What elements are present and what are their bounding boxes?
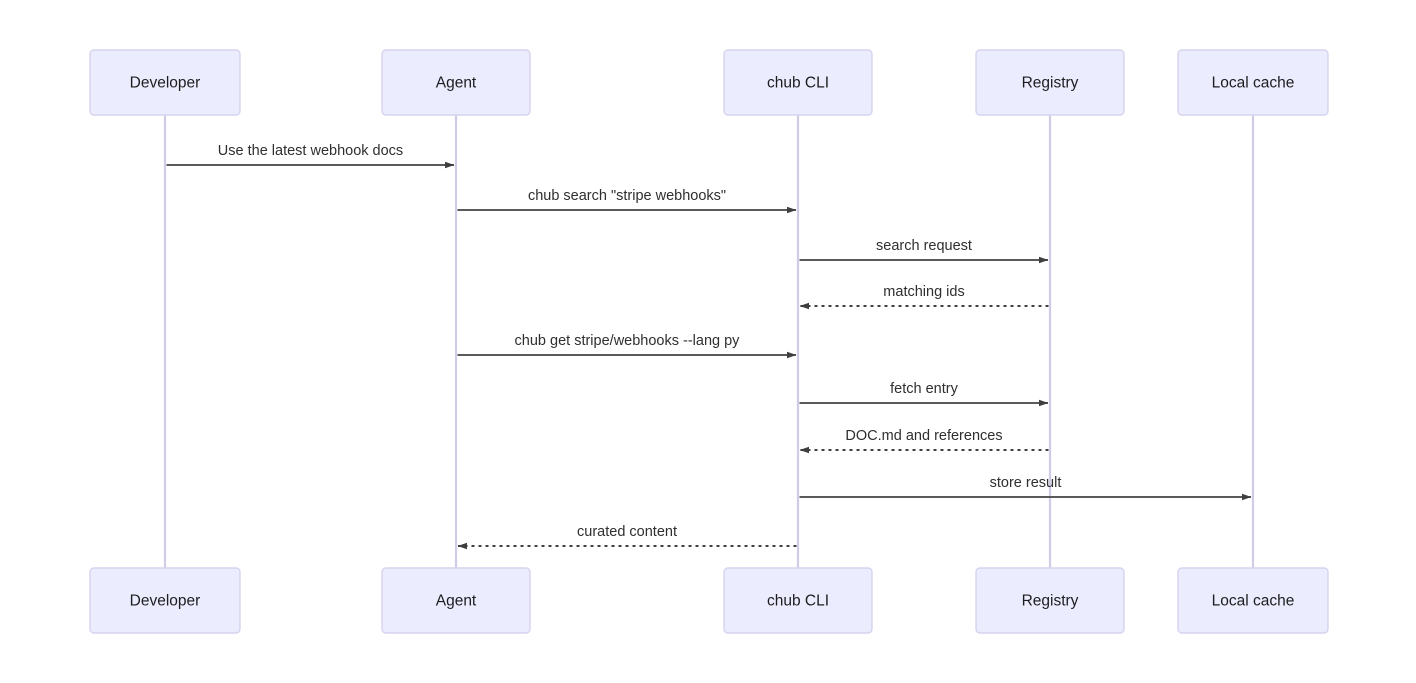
message-3: matching ids	[799, 284, 1049, 310]
actor-box-registry-bottom[interactable]	[975, 567, 1125, 634]
message-label-4: chub get stripe/webhooks --lang py	[515, 333, 741, 349]
message-0: Use the latest webhook docs	[166, 143, 455, 169]
actor-label-registry-top: Registry	[1022, 75, 1079, 92]
message-label-7: store result	[990, 475, 1062, 491]
message-label-8: curated content	[577, 524, 677, 540]
actor-box-local-cache-top[interactable]	[1177, 49, 1329, 116]
actor-label-chub-cli-bottom: chub CLI	[767, 593, 829, 610]
message-label-1: chub search "stripe webhooks"	[528, 188, 726, 204]
actor-label-local-cache-top: Local cache	[1212, 75, 1295, 92]
actor-boxes-top: Developer Agent chub CLI Registry Local cach…	[89, 49, 1329, 116]
messages-layer: Use the latest webhook docs chub search "…	[166, 143, 1252, 550]
message-2: search request	[799, 238, 1049, 264]
message-label-3: matching ids	[883, 284, 964, 300]
actor-box-chub-cli-bottom[interactable]	[723, 567, 873, 634]
message-label-5: fetch entry	[890, 381, 958, 397]
actor-label-local-cache-bottom: Local cache	[1212, 593, 1295, 610]
actor-box-agent-top[interactable]	[381, 49, 531, 116]
message-label-2: search request	[876, 238, 972, 254]
actor-label-developer-bottom: Developer	[130, 593, 201, 610]
actor-boxes-bottom: Developer Agent chub CLI Registry Local cach…	[89, 567, 1329, 634]
message-label-6: DOC.md and references	[845, 428, 1002, 444]
actor-label-chub-cli-top: chub CLI	[767, 75, 829, 92]
actor-box-developer-bottom[interactable]	[89, 567, 241, 634]
message-4: chub get stripe/webhooks --lang py	[457, 333, 797, 359]
actor-label-registry-bottom: Registry	[1022, 593, 1079, 610]
lifelines-layer	[163, 115, 1255, 568]
message-7: store result	[799, 475, 1252, 501]
actor-box-local-cache-bottom[interactable]	[1177, 567, 1329, 634]
message-8: curated content	[457, 524, 797, 550]
message-1: chub search "stripe webhooks"	[457, 188, 797, 214]
message-label-0: Use the latest webhook docs	[218, 143, 403, 159]
actor-label-developer-top: Developer	[130, 75, 201, 92]
actor-box-developer-top[interactable]	[89, 49, 241, 116]
actor-box-registry-top[interactable]	[975, 49, 1125, 116]
actor-box-agent-bottom[interactable]	[381, 567, 531, 634]
actor-label-agent-top: Agent	[436, 75, 477, 92]
message-6: DOC.md and references	[799, 428, 1049, 454]
message-5: fetch entry	[799, 381, 1049, 407]
actor-box-chub-cli-top[interactable]	[723, 49, 873, 116]
actor-label-agent-bottom: Agent	[436, 593, 477, 610]
